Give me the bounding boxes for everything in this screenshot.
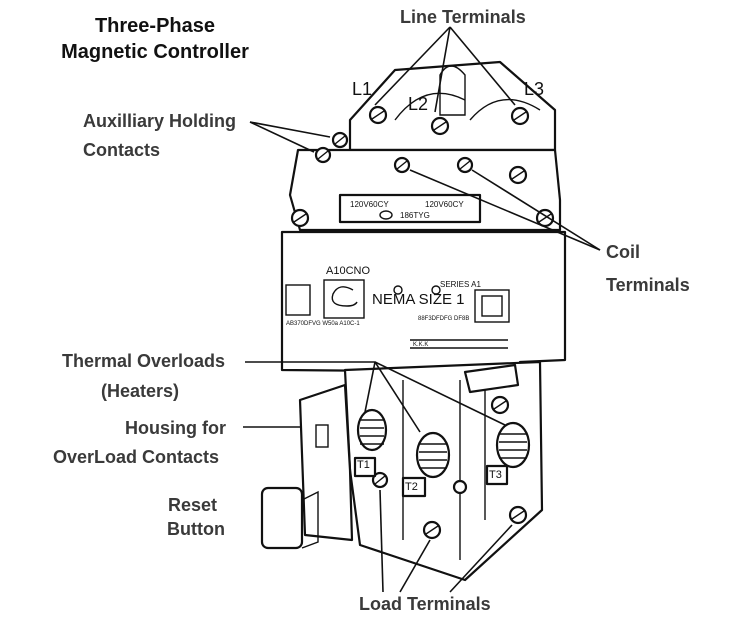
heater-coil-3 (495, 421, 531, 469)
reset-button-shape (260, 486, 319, 550)
mark-l1: L1 (352, 79, 373, 99)
mark-t3: T3 (489, 469, 502, 481)
screw-coil-2 (456, 156, 474, 174)
label-coil-line2: Terminals (606, 275, 690, 295)
model-number: A10CNO (326, 265, 370, 277)
mark-t2: T2 (405, 481, 418, 493)
label-aux-holding-line1: Auxilliary Holding (83, 111, 237, 131)
label-thermal-line1: Thermal Overloads (62, 351, 226, 371)
screw-l3 (510, 106, 530, 126)
screw-mid-right (490, 395, 510, 415)
screw-t3 (508, 505, 528, 525)
coil-rating-left: 120V60CY (350, 200, 389, 209)
title-line-1: Three-Phase (94, 15, 216, 37)
small-mark: K.K.K (413, 342, 428, 348)
coil-part-number: 186TYG (400, 211, 430, 220)
contactor-upper-body: 120V60CY 120V60CY 186TYG (288, 148, 562, 232)
label-coil-line1: Coil (606, 242, 640, 262)
screw-side-right (508, 165, 528, 185)
overload-contact-housing (298, 383, 354, 542)
terminal-screws (290, 105, 555, 540)
screw-l1 (368, 105, 388, 125)
nameplate-housing: A10CNO SERIES A1 NEMA SIZE 1 AB370DFVG W… (280, 230, 567, 374)
screw-aux-1 (331, 131, 349, 149)
label-load-terminals: Load Terminals (359, 594, 491, 614)
right-catalog-code: 88F3DFDFG DF8B (418, 316, 469, 322)
screw-aux-2 (314, 146, 332, 164)
screw-l2 (430, 116, 450, 136)
screw-coil-1 (393, 156, 411, 174)
pointer-lines (243, 26, 601, 593)
mark-l3: L3 (524, 79, 545, 99)
nema-size-label: NEMA SIZE 1 (372, 291, 465, 308)
diagram-title: Three-Phase Magnetic Controller (50, 13, 260, 65)
heater-coil-1 (356, 408, 388, 452)
mark-t1: T1 (357, 459, 370, 471)
label-reset-line2: Button (167, 519, 225, 539)
label-reset-line1: Reset (168, 495, 218, 515)
left-catalog-code: AB370DFVG W50a A10C-1 (286, 321, 360, 327)
screw-t2b (452, 479, 468, 495)
heater-coil-2 (415, 431, 451, 479)
label-thermal-line2: (Heaters) (101, 381, 180, 401)
screw-side-left (290, 208, 310, 228)
label-aux-holding-line2: Contacts (83, 140, 161, 160)
line-terminal-block (348, 60, 557, 152)
title-line-2: Magnetic Controller (61, 41, 249, 63)
series-label: SERIES A1 (440, 280, 481, 289)
screw-t1 (371, 471, 389, 489)
screw-t2 (422, 520, 442, 540)
label-line-terminals: Line Terminals (400, 7, 526, 27)
terminal-tags (353, 456, 509, 498)
label-housing-line1: Housing for (125, 418, 226, 438)
coil-rating-right: 120V60CY (425, 200, 464, 209)
mark-l2: L2 (408, 94, 429, 114)
label-housing-line2: OverLoad Contacts (53, 447, 220, 467)
